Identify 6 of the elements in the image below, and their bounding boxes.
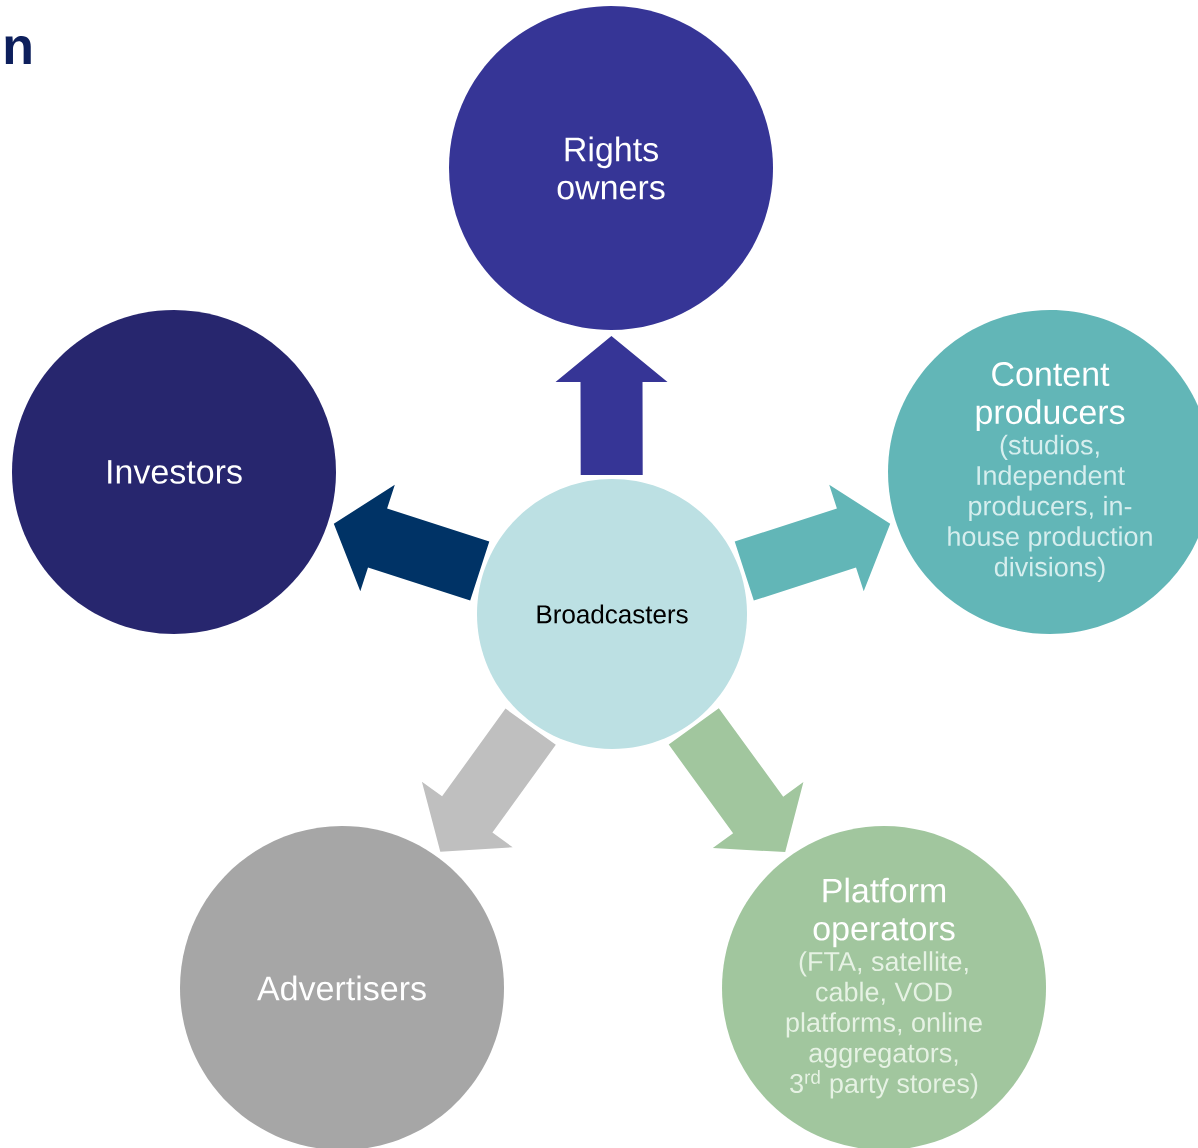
block-arrow [734, 484, 891, 601]
block-arrow [555, 336, 668, 476]
block-arrow [333, 484, 490, 601]
block-arrow [668, 708, 804, 853]
title-fragment: n [5, 36, 31, 64]
block-arrow [421, 708, 556, 852]
